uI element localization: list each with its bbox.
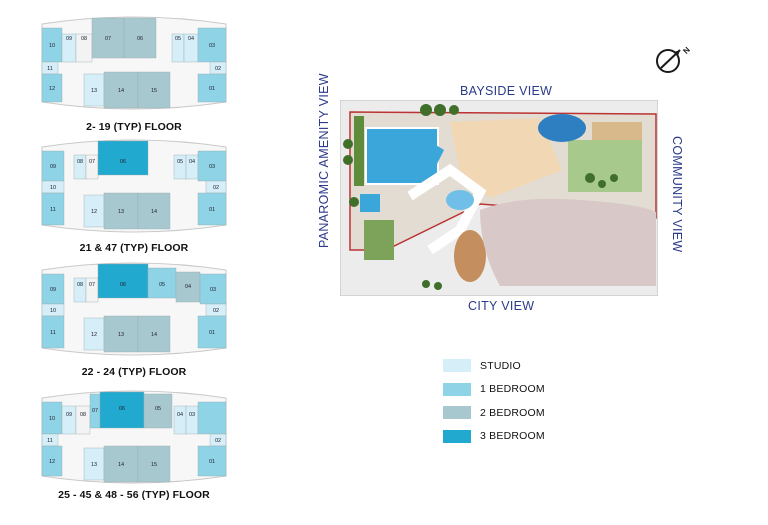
unit-label: 07 [89,159,95,165]
legend-item-studio: STUDIO [443,354,603,378]
unit-label: 10 [49,416,55,422]
unit-label: 03 [209,43,215,49]
legend-label: 2 BEDROOM [480,406,545,419]
unit-label: 15 [151,88,157,94]
legend-swatch [443,429,471,443]
unit-label: 02 [215,66,221,72]
compass-icon: N [654,44,694,74]
legend-swatch [443,359,471,373]
compass-letter: N [681,45,692,56]
floor-label: 25 - 45 & 48 - 56 (TYP) FLOOR [58,489,210,501]
floor-plan-drawing: 09 08 07 06 05 04 03 10 02 11 12 13 14 0… [41,139,227,233]
floor-plan-2-19: 10 09 08 07 06 05 04 03 11 12 13 14 15 0… [34,14,234,112]
unit-label: 11 [47,66,53,72]
unit-label: 04 [177,412,183,418]
unit-label: 06 [137,36,143,42]
floor-plan-drawing: 10 09 08 07 06 05 04 03 11 12 13 14 15 0… [41,390,227,484]
legend-label: STUDIO [480,359,521,372]
unit-label: 12 [91,332,97,338]
unit-label: 14 [151,209,157,215]
unit-label: 07 [89,282,95,288]
unit-label: 12 [49,86,55,92]
legend-swatch [443,406,471,420]
floor-plan-21-47: 09 08 07 06 05 04 03 10 02 11 12 13 14 0… [34,137,234,235]
unit-label: 02 [213,308,219,314]
unit-label: 04 [188,36,194,42]
unit-label: 05 [175,36,181,42]
legend-swatch [443,382,471,396]
floor-label: 22 - 24 (TYP) FLOOR [81,366,187,378]
unit-label: 11 [50,330,56,336]
unit-label: 06 [120,282,126,288]
view-label-amenity: PANAROMIC AMENITY VIEW [317,73,331,248]
unit-label: 04 [185,284,191,290]
legend-item-1-bedroom: 1 BEDROOM [443,378,603,402]
unit-label: 02 [215,438,221,444]
unit-label: 03 [209,164,215,170]
floor-plan-22-24: 09 08 07 06 05 04 03 10 02 11 12 13 14 0… [34,260,234,358]
unit-label: 01 [209,207,215,213]
unit-label: 13 [118,332,124,338]
unit-label: 10 [50,308,56,314]
unit-label: 09 [66,36,72,42]
unit-label: 08 [80,412,86,418]
unit-label: 11 [50,207,56,213]
unit-label: 01 [209,459,215,465]
unit-label: 15 [151,462,157,468]
unit-label: 01 [209,330,215,336]
unit-label: 14 [118,88,124,94]
unit-label: 01 [209,86,215,92]
unit-label: 08 [77,282,83,288]
unit-label: 10 [50,185,56,191]
unit-label: 09 [66,412,72,418]
unit-label: 13 [91,462,97,468]
unit-label: 02 [213,185,219,191]
view-label-city: CITY VIEW [468,299,535,313]
unit-label: 13 [91,88,97,94]
legend-label: 1 BEDROOM [480,383,545,396]
floor-label: 2- 19 (TYP) FLOOR [86,121,182,133]
unit-label: 03 [210,287,216,293]
unit-label: 06 [120,159,126,165]
unit-label: 04 [189,159,195,165]
unit-label: 14 [118,462,124,468]
unit-label: 13 [118,209,124,215]
unit-label: 06 [119,406,125,412]
legend: STUDIO 1 BEDROOM 2 BEDROOM 3 BEDROOM [443,354,603,448]
unit-label: 09 [50,287,56,293]
unit-label: 08 [81,36,87,42]
unit-label: 05 [177,159,183,165]
unit-label: 03 [189,412,195,418]
unit-label: 08 [77,159,83,165]
view-label-community: COMMUNITY VIEW [670,136,684,253]
site-plan-drawing [339,99,659,297]
unit-label: 12 [91,209,97,215]
unit-label: 10 [49,43,55,49]
legend-item-3-bedroom: 3 BEDROOM [443,425,603,449]
unit-label: 12 [49,459,55,465]
floor-label: 21 & 47 (TYP) FLOOR [79,242,189,254]
unit-label: 07 [105,36,111,42]
unit-label: 09 [50,164,56,170]
floor-plan-25-45-48-56: 10 09 08 07 06 05 04 03 11 12 13 14 15 0… [34,388,234,486]
site-plan [339,99,659,297]
view-label-bayside: BAYSIDE VIEW [460,84,553,98]
floor-plan-drawing: 10 09 08 07 06 05 04 03 11 12 13 14 15 0… [41,16,227,110]
unit-label: 14 [151,332,157,338]
legend-item-2-bedroom: 2 BEDROOM [443,401,603,425]
unit-label: 07 [92,408,98,414]
floor-plan-drawing: 09 08 07 06 05 04 03 10 02 11 12 13 14 0… [41,262,227,356]
unit-label: 05 [159,282,165,288]
unit-label: 11 [47,438,53,444]
unit-label: 05 [155,406,161,412]
legend-label: 3 BEDROOM [480,430,545,443]
